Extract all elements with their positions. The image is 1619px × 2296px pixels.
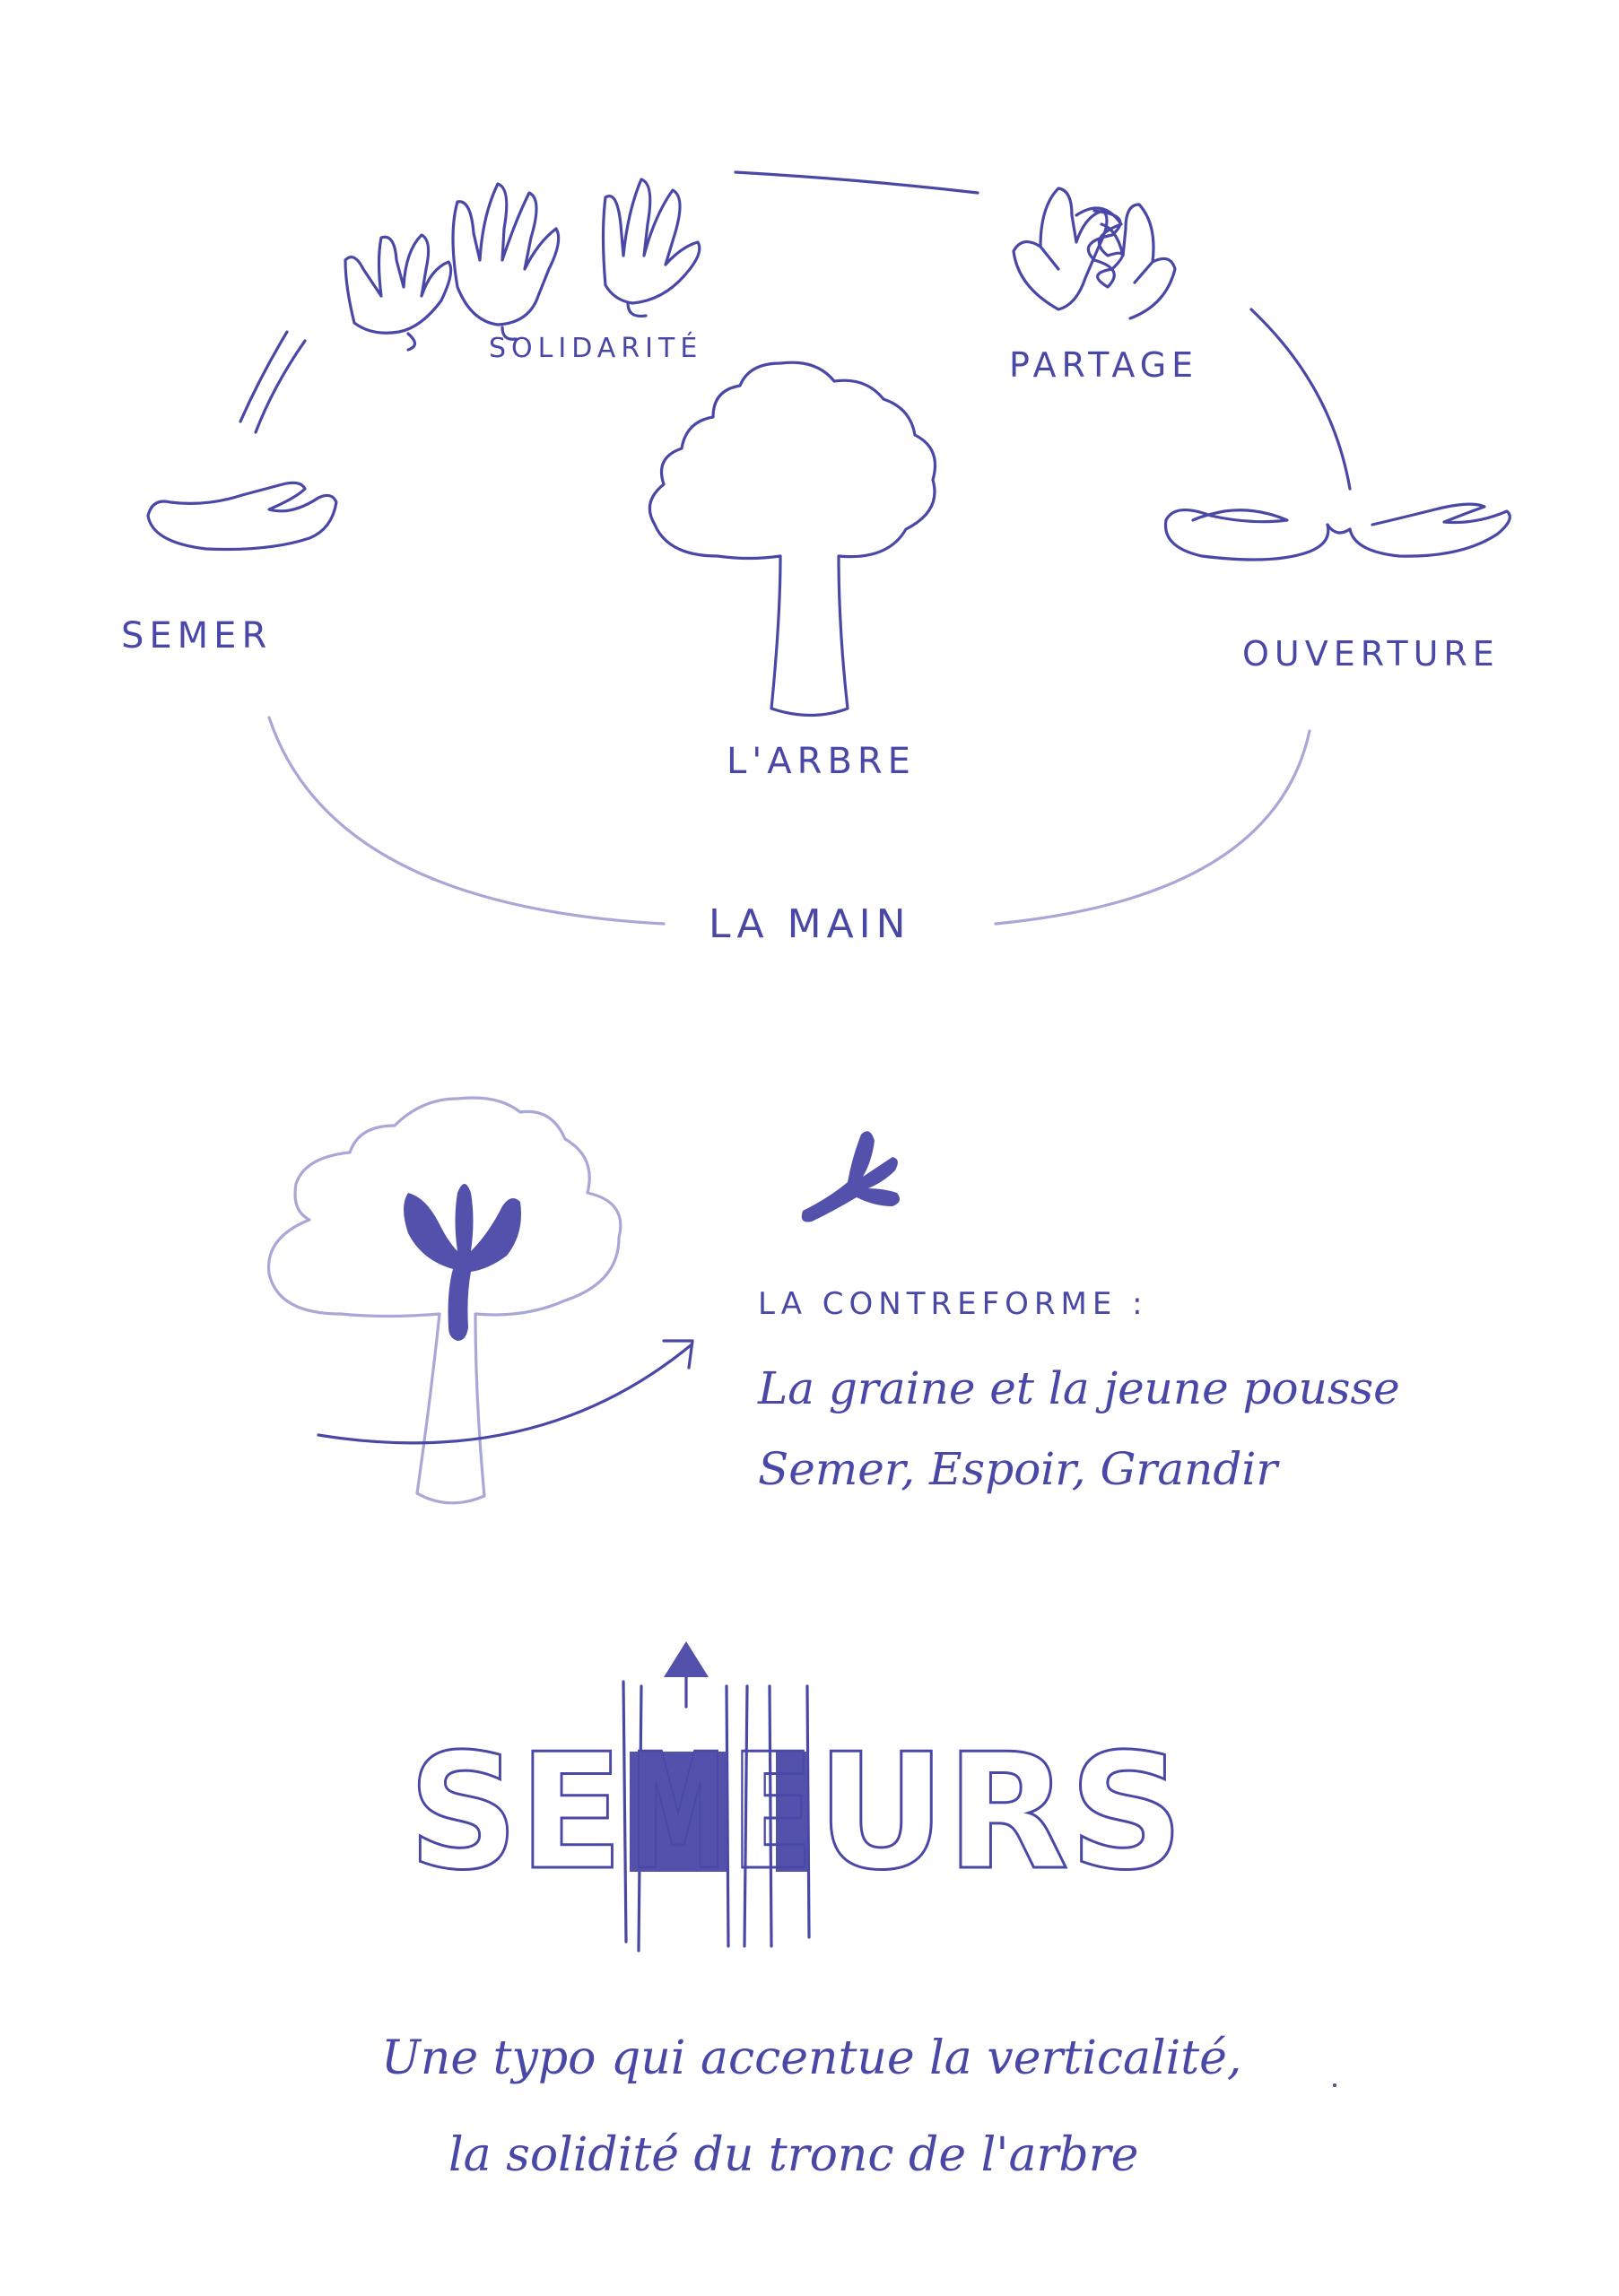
label-semer: SEMER bbox=[121, 615, 272, 657]
logo-text-e: E bbox=[731, 1719, 814, 1905]
e-fill-block bbox=[776, 1752, 807, 1872]
caption-section: Une typo qui accentue la verticalité, la… bbox=[381, 2031, 1336, 2182]
cycle-arc-bottom-left bbox=[267, 716, 666, 926]
logo-text-m: M bbox=[630, 1719, 727, 1905]
cycle-arc-bottom-right bbox=[994, 729, 1311, 926]
cycle-arc-left-2 bbox=[254, 339, 307, 434]
sharing-hands-icon bbox=[1012, 187, 1177, 320]
light-tree-outline bbox=[266, 1096, 622, 1505]
label-solidarite: SOLIDARITÉ bbox=[489, 332, 702, 364]
contreforme-section: LA CONTREFORME : La graine et la jeune p… bbox=[266, 1096, 1400, 1505]
up-arrow-icon bbox=[664, 1641, 709, 1709]
cycle-arc-left-1 bbox=[239, 330, 289, 423]
stray-dot bbox=[1333, 2083, 1336, 2087]
open-palms-icon bbox=[1163, 502, 1511, 561]
label-ouverture: OUVERTURE bbox=[1242, 634, 1500, 674]
caption-line2: la solidité du tronc de l'arbre bbox=[448, 2128, 1138, 2182]
label-main: LA MAIN bbox=[709, 901, 911, 947]
logo-text-urs: URS bbox=[816, 1719, 1184, 1905]
raised-hands-icon bbox=[344, 178, 701, 352]
contreforme-line2: Semer, Espoir, Grandir bbox=[758, 1443, 1280, 1495]
semeurs-logo-section: SE M E URS bbox=[407, 1641, 1186, 1952]
contreforme-title: LA CONTREFORME : bbox=[758, 1286, 1148, 1322]
caption-line1: Une typo qui accentue la verticalité, bbox=[381, 2031, 1241, 2085]
curved-arrow-icon bbox=[317, 1339, 694, 1445]
label-partage: PARTAGE bbox=[1009, 345, 1198, 385]
logo-text-se: SE bbox=[408, 1719, 623, 1905]
open-hand-icon bbox=[146, 481, 338, 552]
tree-outline-icon bbox=[648, 361, 937, 718]
cycle-diagram: SOLIDARITÉ PARTAGE SEMER OUVERTURE L'ARB… bbox=[121, 170, 1511, 947]
m-fill-block bbox=[630, 1752, 727, 1872]
seedling-icon bbox=[404, 1184, 521, 1341]
sprout-icon bbox=[801, 1131, 901, 1222]
contreforme-line1: La graine et la jeune pousse bbox=[757, 1362, 1400, 1414]
cycle-arc-top bbox=[734, 170, 979, 195]
label-arbre: L'ARBRE bbox=[727, 741, 916, 782]
cycle-arc-right bbox=[1249, 308, 1352, 491]
